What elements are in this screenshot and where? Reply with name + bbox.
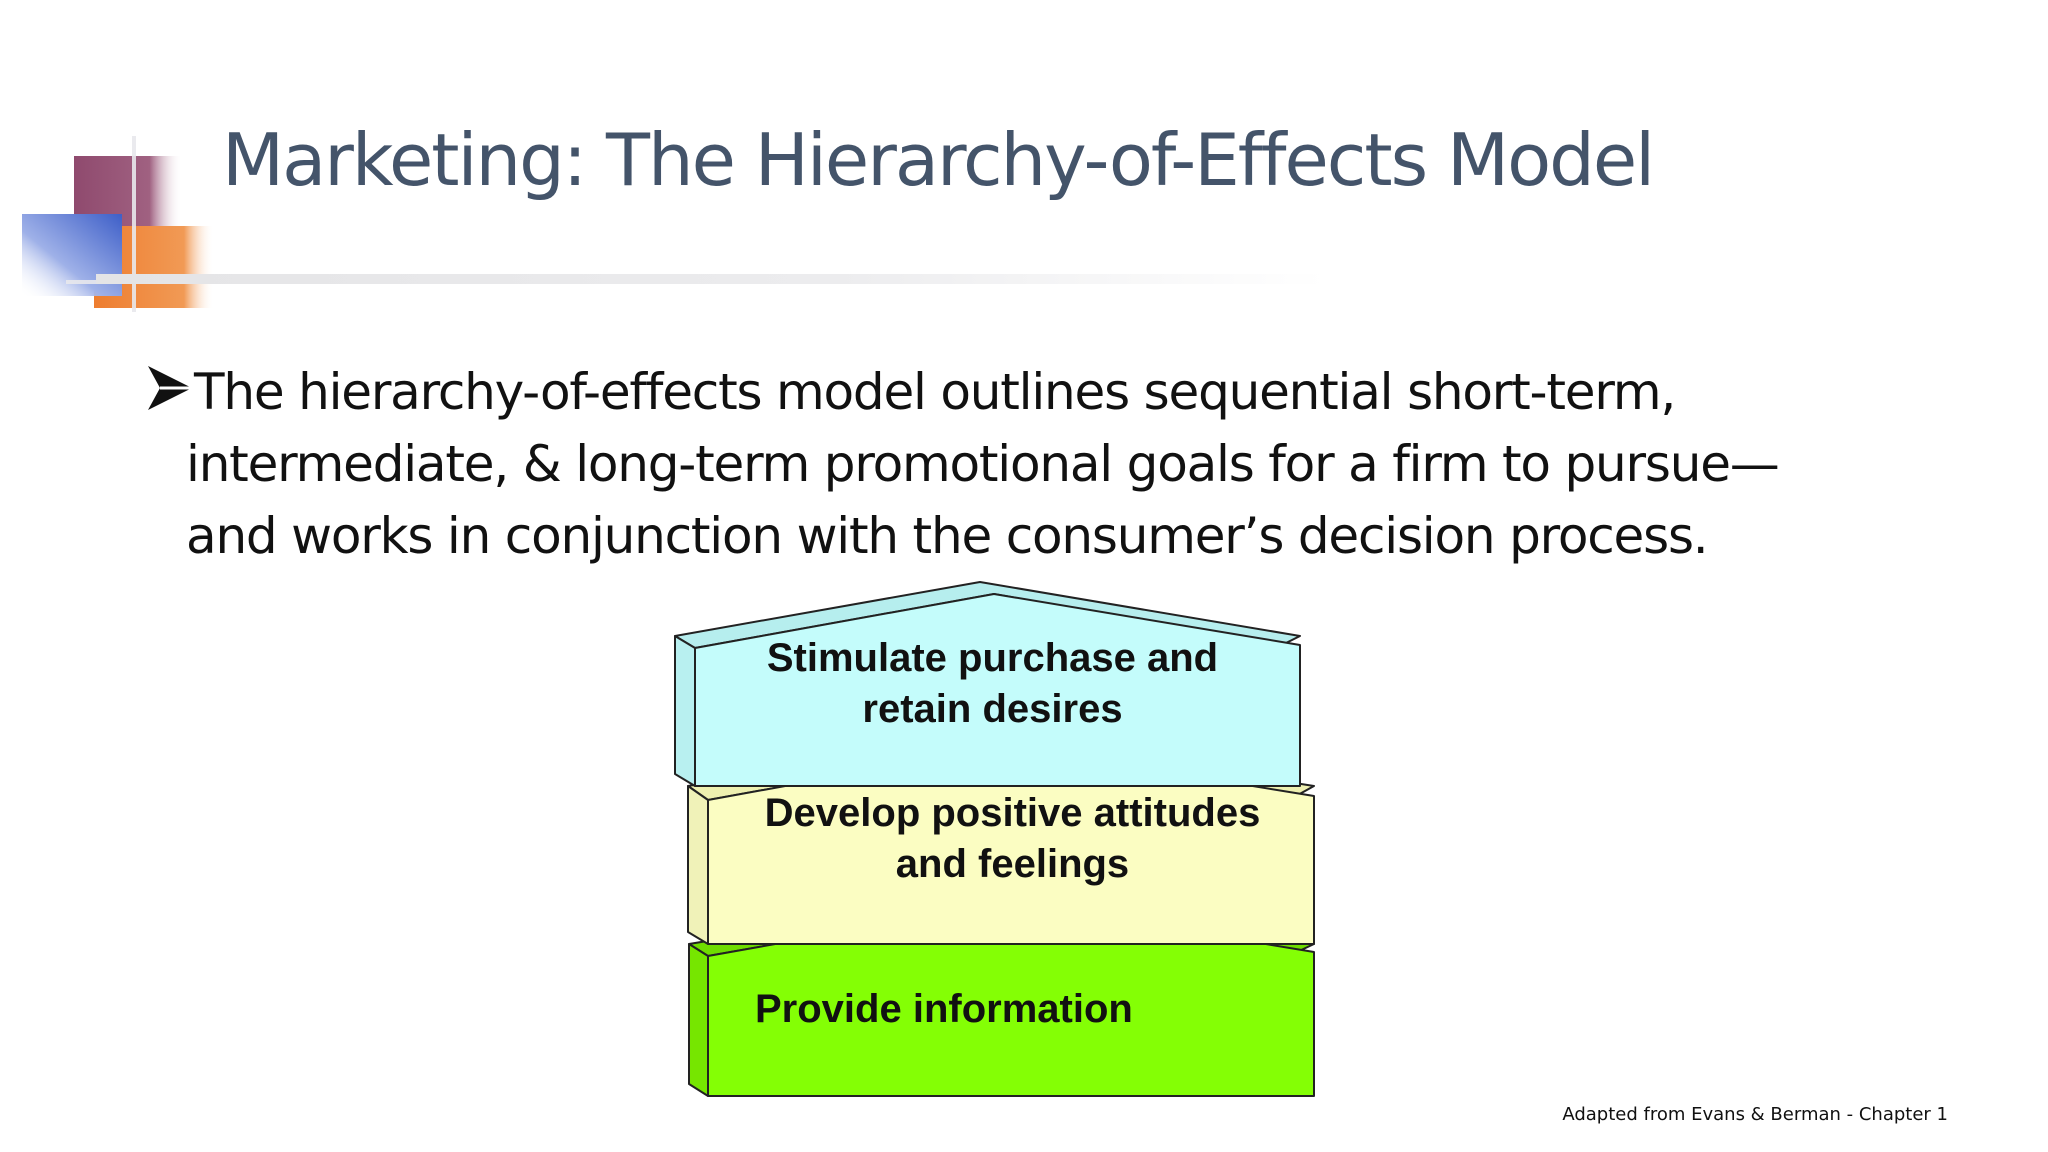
level-bottom-side-face xyxy=(688,943,709,1097)
slide-title: Marketing: The Hierarchy-of-Effects Mode… xyxy=(222,118,1655,202)
bullet-line: and works in conjunction with the consum… xyxy=(186,507,1709,565)
source-credit: Adapted from Evans & Berman - Chapter 1 xyxy=(1562,1104,1948,1125)
level-bottom-label: Provide information xyxy=(755,984,1133,1035)
level-top-side-face xyxy=(674,635,696,787)
arrow-bullet-icon xyxy=(148,366,192,410)
bullet-line: intermediate, & long-term promotional go… xyxy=(186,435,1780,493)
title-underline xyxy=(96,274,1326,284)
level-middle-label: Develop positive attitudes and feelings xyxy=(720,788,1305,890)
level-middle-label-line: and feelings xyxy=(895,842,1130,886)
level-top-label: Stimulate purchase and retain desires xyxy=(720,633,1265,735)
level-middle-side-face xyxy=(687,785,709,945)
logo-vertical-line xyxy=(132,136,136,312)
level-top-label-line: retain desires xyxy=(862,687,1123,731)
level-top-front-face xyxy=(694,593,1301,787)
level-top-block xyxy=(674,581,1301,787)
bullet-line: The hierarchy-of-effects model outlines … xyxy=(194,363,1676,421)
slide-logo-decoration xyxy=(22,136,216,312)
level-bottom-label-line: Provide information xyxy=(755,987,1133,1031)
bullet-paragraph: The hierarchy-of-effects model outlines … xyxy=(186,356,1866,572)
level-top-label-line: Stimulate purchase and xyxy=(766,636,1219,680)
level-middle-label-line: Develop positive attitudes xyxy=(764,791,1261,835)
